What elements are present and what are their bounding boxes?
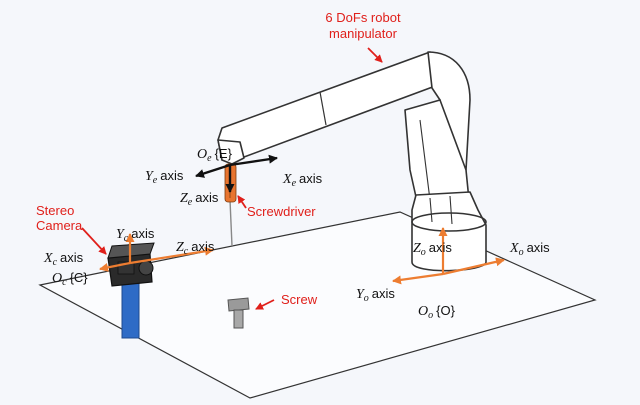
xc-axis-arrow xyxy=(99,261,131,272)
yo-axis-arrow xyxy=(392,272,444,285)
camera-frame xyxy=(99,233,214,272)
xe-axis-arrow xyxy=(229,154,278,167)
robot-label-line1: 6 DoFs robot xyxy=(325,10,401,25)
stereo-camera-label-line2: Camera xyxy=(36,218,83,233)
screwdriver-label: Screwdriver xyxy=(247,204,316,219)
oo-origin-label: Oo{O} xyxy=(418,303,456,321)
end-effector-frame xyxy=(195,154,278,193)
robot-pointer-arrow xyxy=(367,47,383,63)
zc-axis-arrow xyxy=(129,246,214,265)
camera-pointer-arrow xyxy=(81,227,107,255)
ye-axis-arrow xyxy=(195,163,231,178)
oe-origin-label: Oe{E} xyxy=(197,146,233,164)
stereo-camera-label-line1: Stereo xyxy=(36,203,74,218)
xo-axis-arrow xyxy=(442,257,505,276)
robot-label-line2: manipulator xyxy=(329,26,398,41)
object-frame xyxy=(392,227,505,285)
robot-arm xyxy=(217,51,487,272)
robot-wrist xyxy=(217,139,245,165)
camera-stand xyxy=(121,282,140,339)
screwdriver-pointer-arrow xyxy=(237,195,247,209)
screw-pointer-arrow xyxy=(255,299,275,310)
screw-label: Screw xyxy=(281,292,318,307)
oc-origin-label: Oc{C} xyxy=(52,270,88,288)
screw xyxy=(227,297,250,329)
